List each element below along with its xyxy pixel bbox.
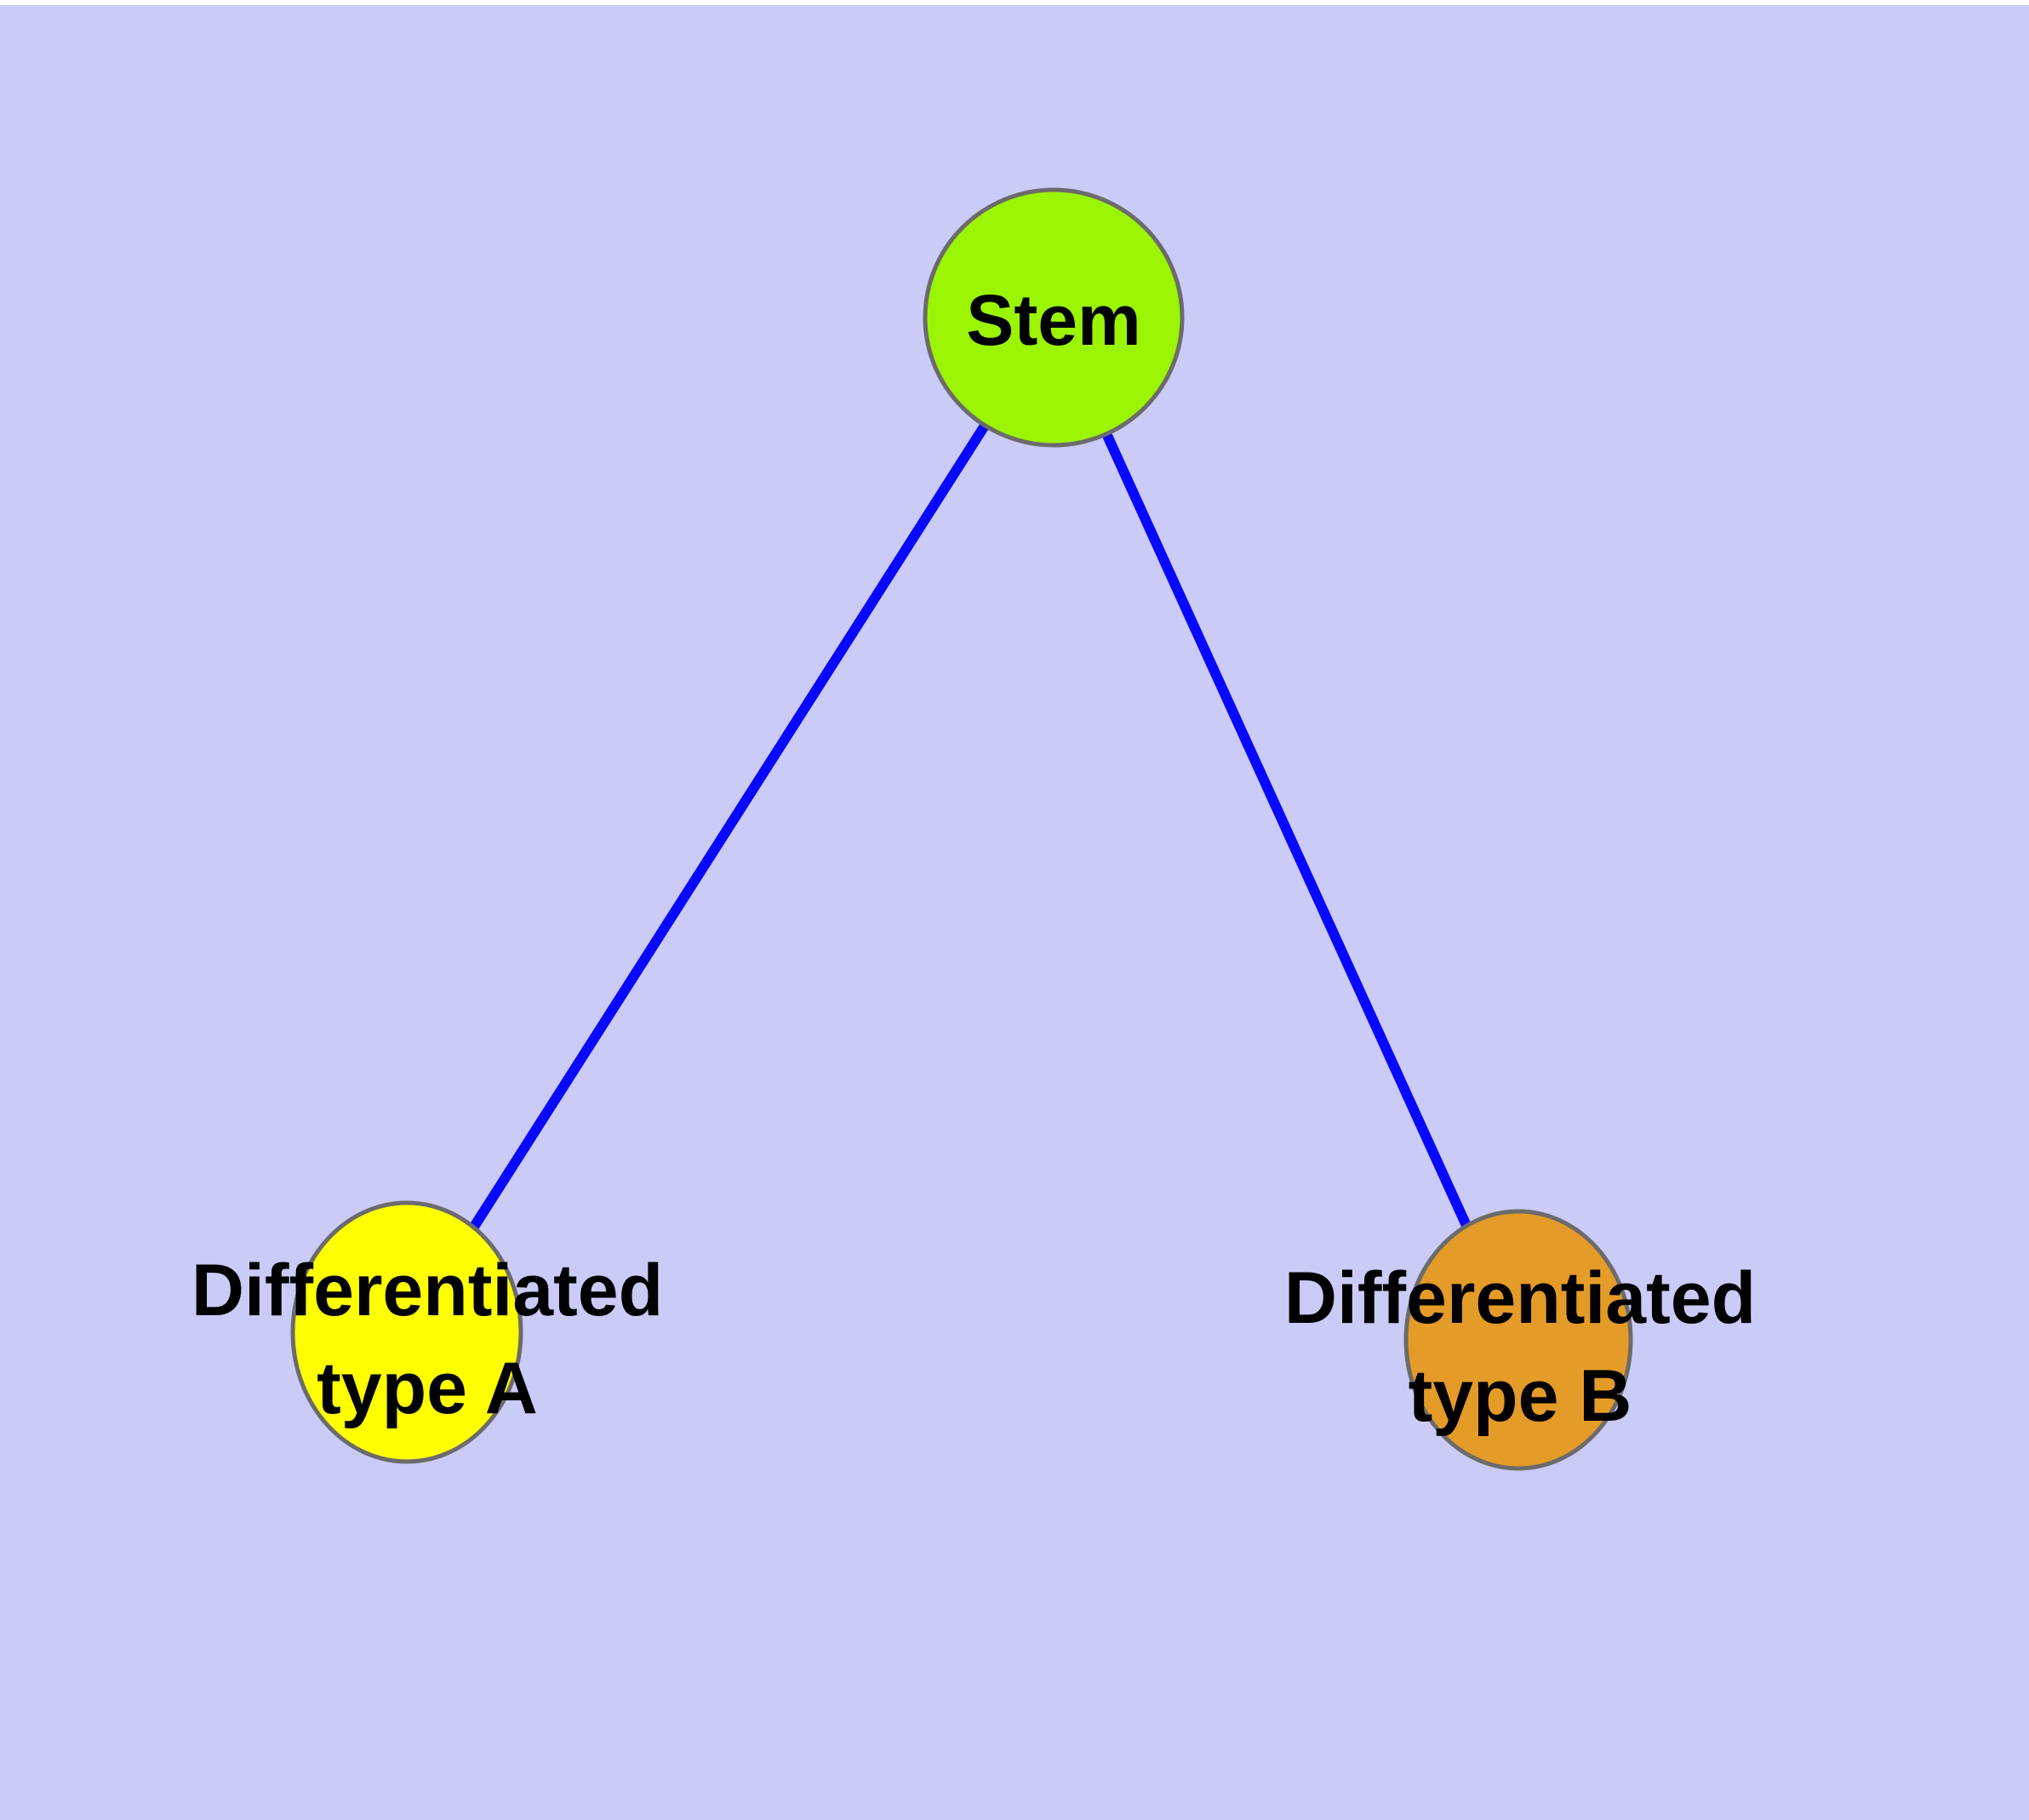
node-differentiated-type-a (290, 1200, 523, 1464)
edge-stem-to-type-b (1049, 315, 1523, 1342)
node-stem (923, 187, 1185, 448)
node-stem-label: Stem (966, 280, 1140, 360)
node-type-a-label-line2: type A (317, 1348, 538, 1429)
node-type-b-label-line2: type B (1409, 1355, 1632, 1437)
edge-stem-to-type-a (402, 314, 1059, 1336)
node-type-b-label-line1: Differentiated (1284, 1257, 1756, 1339)
node-type-a-label-line1: Differentiated (191, 1250, 663, 1331)
node-differentiated-type-b (1403, 1209, 1633, 1471)
